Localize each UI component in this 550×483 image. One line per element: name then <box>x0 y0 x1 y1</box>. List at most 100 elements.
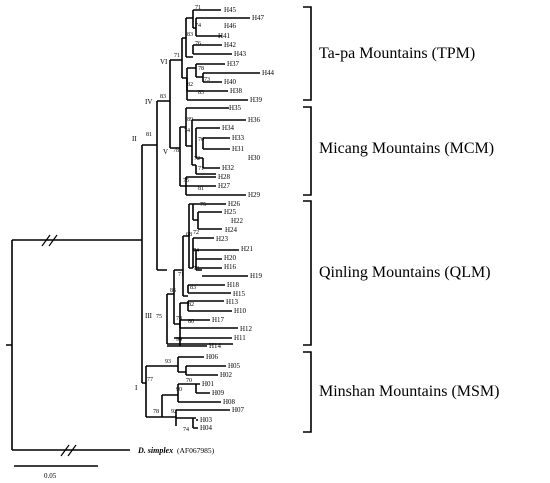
bootstrap-71-d: 71 <box>178 272 184 278</box>
bootstrap-81-clade-II: 81 <box>146 132 152 138</box>
tip-H12: H12 <box>240 325 253 333</box>
tip-H37: H37 <box>227 60 240 68</box>
bootstrap-72-b: 72 <box>193 230 199 236</box>
group-label-tpm: Ta-pa Mountains (TPM) <box>319 45 475 62</box>
node-label-III: III <box>145 312 153 320</box>
tip-H45: H45 <box>224 6 237 14</box>
tip-H30: H30 <box>248 154 261 162</box>
bootstrap-78-clade-V: 78 <box>173 148 179 154</box>
bootstrap-82-b: 82 <box>188 302 194 308</box>
bootstrap-71-clade-VI: 71 <box>174 53 180 59</box>
bootstrap-68: 68 <box>186 232 192 238</box>
bootstrap-71-c: 71 <box>198 166 204 172</box>
bootstrap-71: 71 <box>195 5 201 11</box>
scale-bar-label: 0.05 <box>44 472 57 480</box>
bootstrap-74-c: 74 <box>193 248 199 254</box>
tip-H36: H36 <box>248 116 261 124</box>
tip-H28: H28 <box>218 173 231 181</box>
bootstrap-74: 74 <box>195 23 201 29</box>
bootstrap-76: 76 <box>195 41 201 47</box>
tip-H43: H43 <box>234 50 247 58</box>
tip-H21: H21 <box>241 245 254 253</box>
outgroup-accession: (AF067985) <box>177 446 215 455</box>
tip-H02: H02 <box>220 371 233 379</box>
tip-H08: H08 <box>223 398 236 406</box>
bracket-qlm <box>303 200 312 346</box>
tip-H39: H39 <box>250 96 263 104</box>
bootstrap-78-c: 78 <box>176 316 182 322</box>
tip-H15: H15 <box>233 290 246 298</box>
node-label-IV: IV <box>145 98 152 106</box>
clade-V-mcm: 89 74 76 72 71 75 81 H35 H36 H34 H33 H31… <box>179 104 261 199</box>
group-label-qlm: Qinling Mountains (QLM) <box>319 264 491 281</box>
node-label-I: I <box>135 384 138 392</box>
tip-H01: H01 <box>202 380 215 388</box>
clade-IV: VI 71 V 78 <box>160 53 182 156</box>
bootstrap-82: 82 <box>187 82 193 88</box>
tip-H19: H19 <box>250 272 263 280</box>
tip-H31: H31 <box>232 145 245 153</box>
tip-H17: H17 <box>212 316 225 324</box>
bootstrap-74-d: 74 <box>183 427 189 433</box>
tip-H41: H41 <box>218 32 231 40</box>
bootstrap-81: 81 <box>198 186 204 192</box>
tip-H34: H34 <box>222 124 235 132</box>
tip-H18: H18 <box>227 281 240 289</box>
tip-H47: H47 <box>252 14 265 22</box>
node-label-II: II <box>132 135 137 143</box>
tree-root <box>6 234 142 457</box>
tip-H13: H13 <box>226 298 239 306</box>
tip-H29: H29 <box>248 191 261 199</box>
bootstrap-76-b: 76 <box>198 137 204 143</box>
tip-H04: H04 <box>200 424 213 432</box>
clade-II: IV 83 III 75 <box>145 94 170 320</box>
bracket-msm <box>303 351 312 433</box>
bracket-tpm <box>303 6 312 101</box>
tip-H32: H32 <box>222 164 235 172</box>
tip-H11: H11 <box>234 334 246 342</box>
bootstrap-80: 80 <box>188 319 194 325</box>
bootstrap-78-d: 78 <box>153 409 159 415</box>
tip-H44: H44 <box>262 69 275 77</box>
tip-H25: H25 <box>224 208 237 216</box>
tip-H05: H05 <box>228 362 241 370</box>
tip-H27: H27 <box>218 182 231 190</box>
tip-H10: H10 <box>234 307 247 315</box>
bootstrap-83-clade-IV: 83 <box>160 94 166 100</box>
tip-H03: H03 <box>200 416 213 424</box>
tip-H22: H22 <box>231 217 244 225</box>
tip-H14: H14 <box>209 342 222 350</box>
bootstrap-83: 83 <box>187 32 193 38</box>
bootstrap-77: 77 <box>147 377 153 383</box>
bootstrap-83-d: 83 <box>190 285 196 291</box>
tip-H33: H33 <box>232 134 245 142</box>
bootstrap-94: 94 <box>176 337 182 343</box>
node-label-V: V <box>163 148 168 156</box>
tip-H09: H09 <box>212 389 225 397</box>
bootstrap-72: 72 <box>194 156 200 162</box>
tip-H20: H20 <box>224 254 237 262</box>
bootstrap-75-clade-III: 75 <box>156 314 162 320</box>
bootstrap-92: 92 <box>171 409 177 415</box>
bootstrap-83-b: 83 <box>198 90 204 96</box>
tip-H35: H35 <box>229 104 242 112</box>
bootstrap-93: 93 <box>165 359 171 365</box>
node-label-VI: VI <box>160 58 168 66</box>
bootstrap-75-c: 75 <box>200 202 206 208</box>
tip-H23: H23 <box>216 235 229 243</box>
tip-H16: H16 <box>224 263 237 271</box>
ingroup-backbone: II 81 <box>132 132 157 384</box>
clade-I-msm: I 77 93 70 90 78 92 74 H06 H05 H02 H01 H… <box>135 353 245 433</box>
bootstrap-75: 75 <box>183 178 189 184</box>
tip-H06: H06 <box>206 353 219 361</box>
clade-III-qlm: 75 68 72 74 73 71 83 86 82 80 78 94 H26 … <box>166 200 263 350</box>
bootstrap-74-b: 74 <box>184 128 190 134</box>
bootstrap-90: 90 <box>176 387 182 393</box>
group-label-msm: Minshan Mountains (MSM) <box>319 383 499 400</box>
group-label-mcm: Micang Mountains (MCM) <box>319 140 494 157</box>
bootstrap-89: 89 <box>187 117 193 123</box>
tip-H42: H42 <box>224 41 237 49</box>
tip-H26: H26 <box>228 200 241 208</box>
clade-VI-tpm: 71 74 83 76 78 73 82 83 H45 H47 H46 H41 … <box>181 5 275 104</box>
